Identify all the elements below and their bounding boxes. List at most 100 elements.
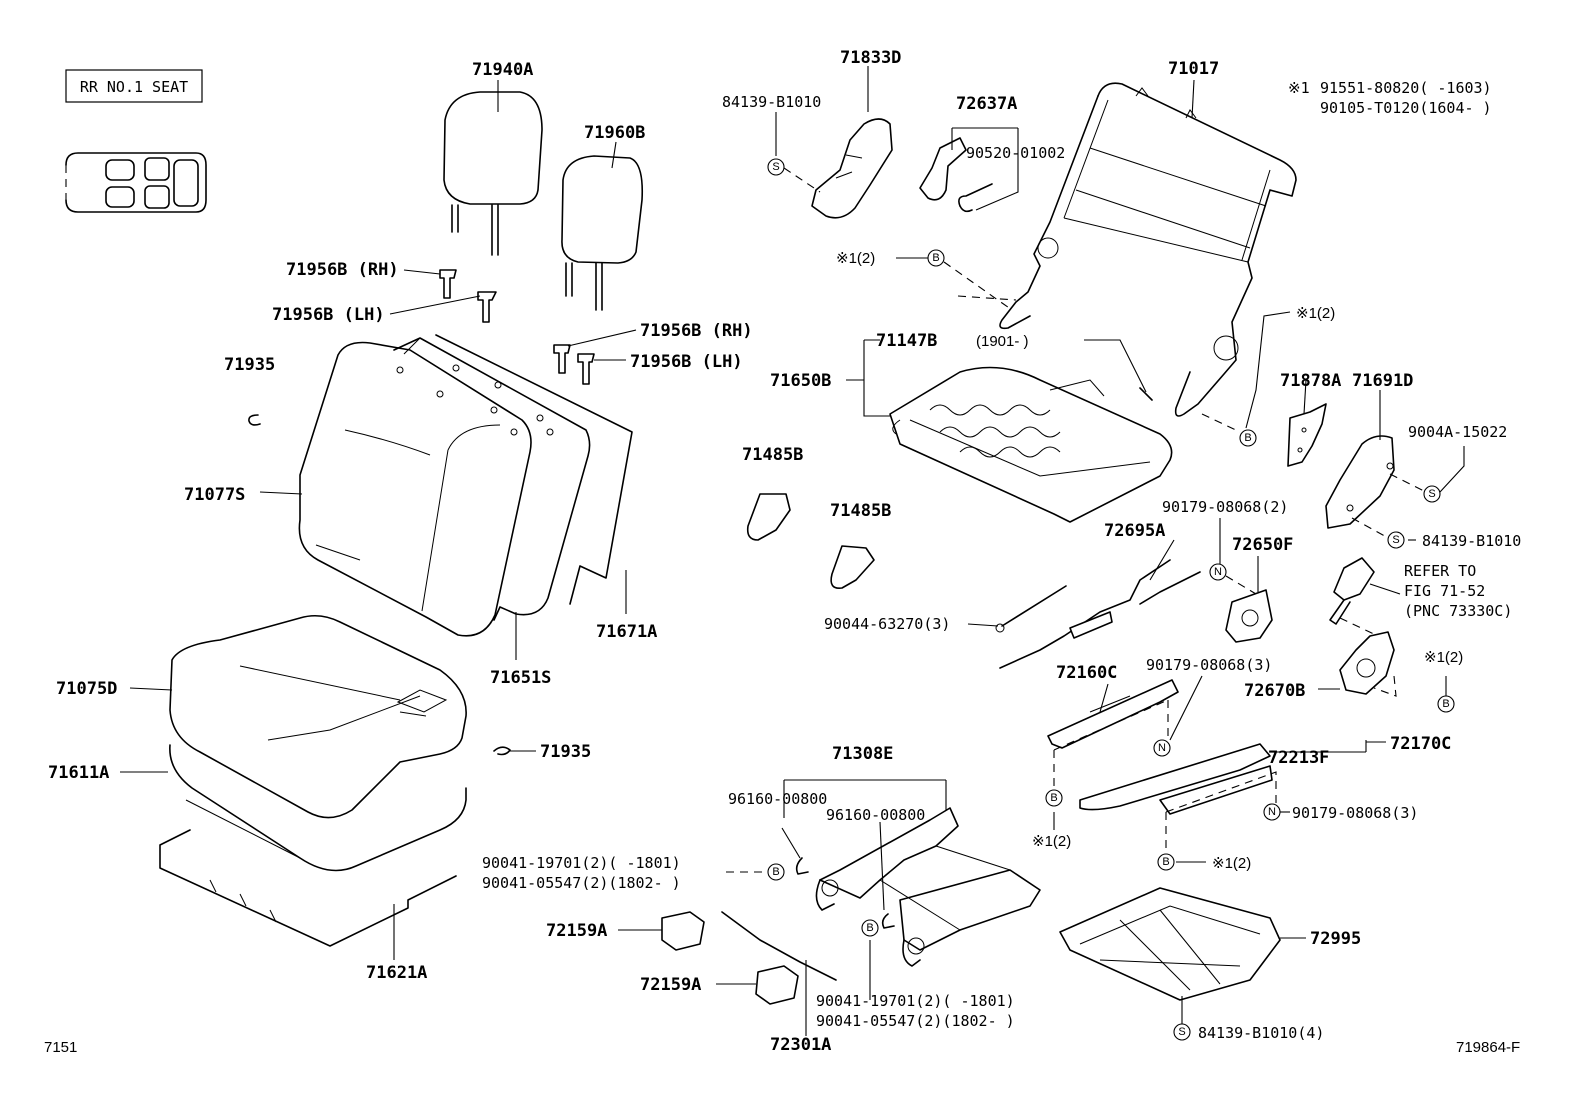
label-72637a: 72637A — [956, 94, 1017, 114]
label-84139-1: 84139-B1010 — [722, 93, 821, 111]
seatback-frame-71017 — [999, 82, 1297, 417]
label-72160c: 72160C — [1056, 663, 1117, 683]
seatback-pad-71651s — [393, 337, 591, 621]
label-71833d: 71833D — [840, 48, 901, 68]
label-72213f: 72213F — [1268, 748, 1329, 768]
title-box: RR NO.1 SEAT — [65, 69, 203, 103]
label-71147b-range: (1901- ) — [976, 333, 1029, 350]
seatback-cover-71077s — [298, 341, 532, 637]
label-71935-b: 71935 — [540, 742, 591, 762]
label-9004a: 9004A-15022 — [1408, 423, 1507, 441]
label-71077s: 71077S — [184, 485, 245, 505]
part-labels: 71940A 71960B 71956B (RH) 71956B (LH) 71… — [48, 48, 1521, 1055]
clip-96160 — [795, 857, 895, 929]
link-72637a — [919, 137, 993, 213]
label-90179-3a: 90179-08068(3) — [1146, 656, 1272, 674]
bracket-71878a — [1287, 403, 1327, 467]
label-72650f: 72650F — [1232, 535, 1293, 555]
seat-belt-buckle — [1329, 557, 1375, 625]
cover-71485b-upper — [746, 493, 791, 541]
handle-72159a-upper — [661, 911, 705, 951]
svg-text:B: B — [1050, 792, 1057, 804]
label-72995: 72995 — [1310, 929, 1361, 949]
label-71621a: 71621A — [366, 963, 427, 983]
label-96160-2: 96160-00800 — [826, 806, 925, 824]
label-90179-3b: 90179-08068(3) — [1292, 804, 1418, 822]
label-71611a: 71611A — [48, 763, 109, 783]
svg-text:S: S — [772, 161, 779, 173]
label-x1-c: ※1(2) — [1424, 649, 1463, 666]
label-90044: 90044-63270(3) — [824, 615, 950, 633]
label-72159a-2: 72159A — [640, 975, 701, 995]
clip-71935 — [248, 414, 511, 756]
label-71956b-rh-1: 71956B (RH) — [286, 260, 399, 280]
figure-code: 719864-F — [1456, 1039, 1520, 1056]
wire-71147b — [1139, 387, 1153, 401]
label-71960b: 71960B — [584, 123, 645, 143]
label-71651s: 71651S — [490, 668, 551, 688]
recliner-72670b — [1339, 631, 1395, 695]
label-90041-a1: 90041-19701(2)( -1801) — [482, 854, 681, 872]
label-x1-d: ※1(2) — [1032, 833, 1071, 850]
symbol-markers: S B B S S N B N B N B B B S — [767, 158, 1455, 1041]
svg-text:S: S — [1428, 488, 1435, 500]
headrest-71960b — [561, 155, 644, 311]
svg-text:91551-80820( -1603): 91551-80820( -1603) — [1320, 79, 1492, 97]
svg-text:B: B — [1244, 432, 1251, 444]
label-90041-a2: 90041-05547(2)(1802- ) — [482, 874, 681, 892]
svg-text:90105-T0120(1604- ): 90105-T0120(1604- ) — [1320, 99, 1492, 117]
seat-adjuster-71308e — [815, 807, 1041, 967]
headrest-71940a — [443, 91, 543, 256]
svg-text:B: B — [932, 252, 939, 264]
label-72170c: 72170C — [1390, 734, 1451, 754]
label-x1-b: ※1(2) — [1296, 305, 1335, 322]
tray-72995 — [1059, 887, 1281, 1001]
cover-71691d — [1325, 435, 1395, 529]
cushion-board-71621a — [159, 829, 457, 947]
leader-lines — [120, 66, 1465, 1036]
rod-72301a — [721, 911, 837, 981]
label-71956b-rh-2: 71956B (RH) — [640, 321, 753, 341]
label-90041-b1: 90041-19701(2)( -1801) — [816, 992, 1015, 1010]
svg-text:B: B — [1162, 856, 1169, 868]
svg-text:S: S — [1392, 534, 1399, 546]
seat-frame-71650b — [889, 366, 1173, 523]
label-71691d: 71691D — [1352, 371, 1413, 391]
label-71878a: 71878A — [1280, 371, 1341, 391]
label-refer-2: FIG 71-52 — [1404, 582, 1485, 600]
label-72670b: 72670B — [1244, 681, 1305, 701]
label-71485b-2: 71485B — [830, 501, 891, 521]
page-code: 7151 — [44, 1039, 77, 1056]
cable-tie-90044 — [995, 585, 1067, 633]
label-71017: 71017 — [1168, 59, 1219, 79]
label-90179-2: 90179-08068(2) — [1162, 498, 1288, 516]
seatback-board-71671a — [435, 334, 633, 605]
cover-71833d — [811, 118, 893, 219]
track-72213f — [1079, 743, 1273, 815]
label-84139-4: 84139-B1010(4) — [1198, 1024, 1324, 1042]
headrest-guides — [439, 269, 595, 385]
label-72159a-1: 72159A — [546, 921, 607, 941]
label-71940a: 71940A — [472, 60, 533, 80]
seat-cushion-pad-71611a — [169, 744, 467, 872]
label-71935-a: 71935 — [224, 355, 275, 375]
label-refer-3: (PNC 73330C) — [1404, 602, 1512, 620]
seat-cushion-cover-71075d — [169, 614, 467, 819]
label-71075d: 71075D — [56, 679, 117, 699]
svg-text:B: B — [866, 922, 873, 934]
label-x1-e: ※1(2) — [1212, 855, 1251, 872]
label-71956b-lh-2: 71956B (LH) — [630, 352, 743, 372]
label-72301a: 72301A — [770, 1035, 831, 1055]
label-71308e: 71308E — [832, 744, 893, 764]
label-71485b-1: 71485B — [742, 445, 803, 465]
svg-text:S: S — [1178, 1026, 1185, 1038]
label-refer-1: REFER TO — [1404, 562, 1476, 580]
svg-text:B: B — [772, 866, 779, 878]
svg-text:N: N — [1214, 566, 1222, 578]
handle-72159a-lower — [755, 965, 799, 1005]
cable-72695a — [999, 559, 1201, 669]
label-90520: 90520-01002 — [966, 144, 1065, 162]
cover-71485b-lower — [830, 545, 875, 590]
seat-locator-icon — [65, 152, 207, 213]
